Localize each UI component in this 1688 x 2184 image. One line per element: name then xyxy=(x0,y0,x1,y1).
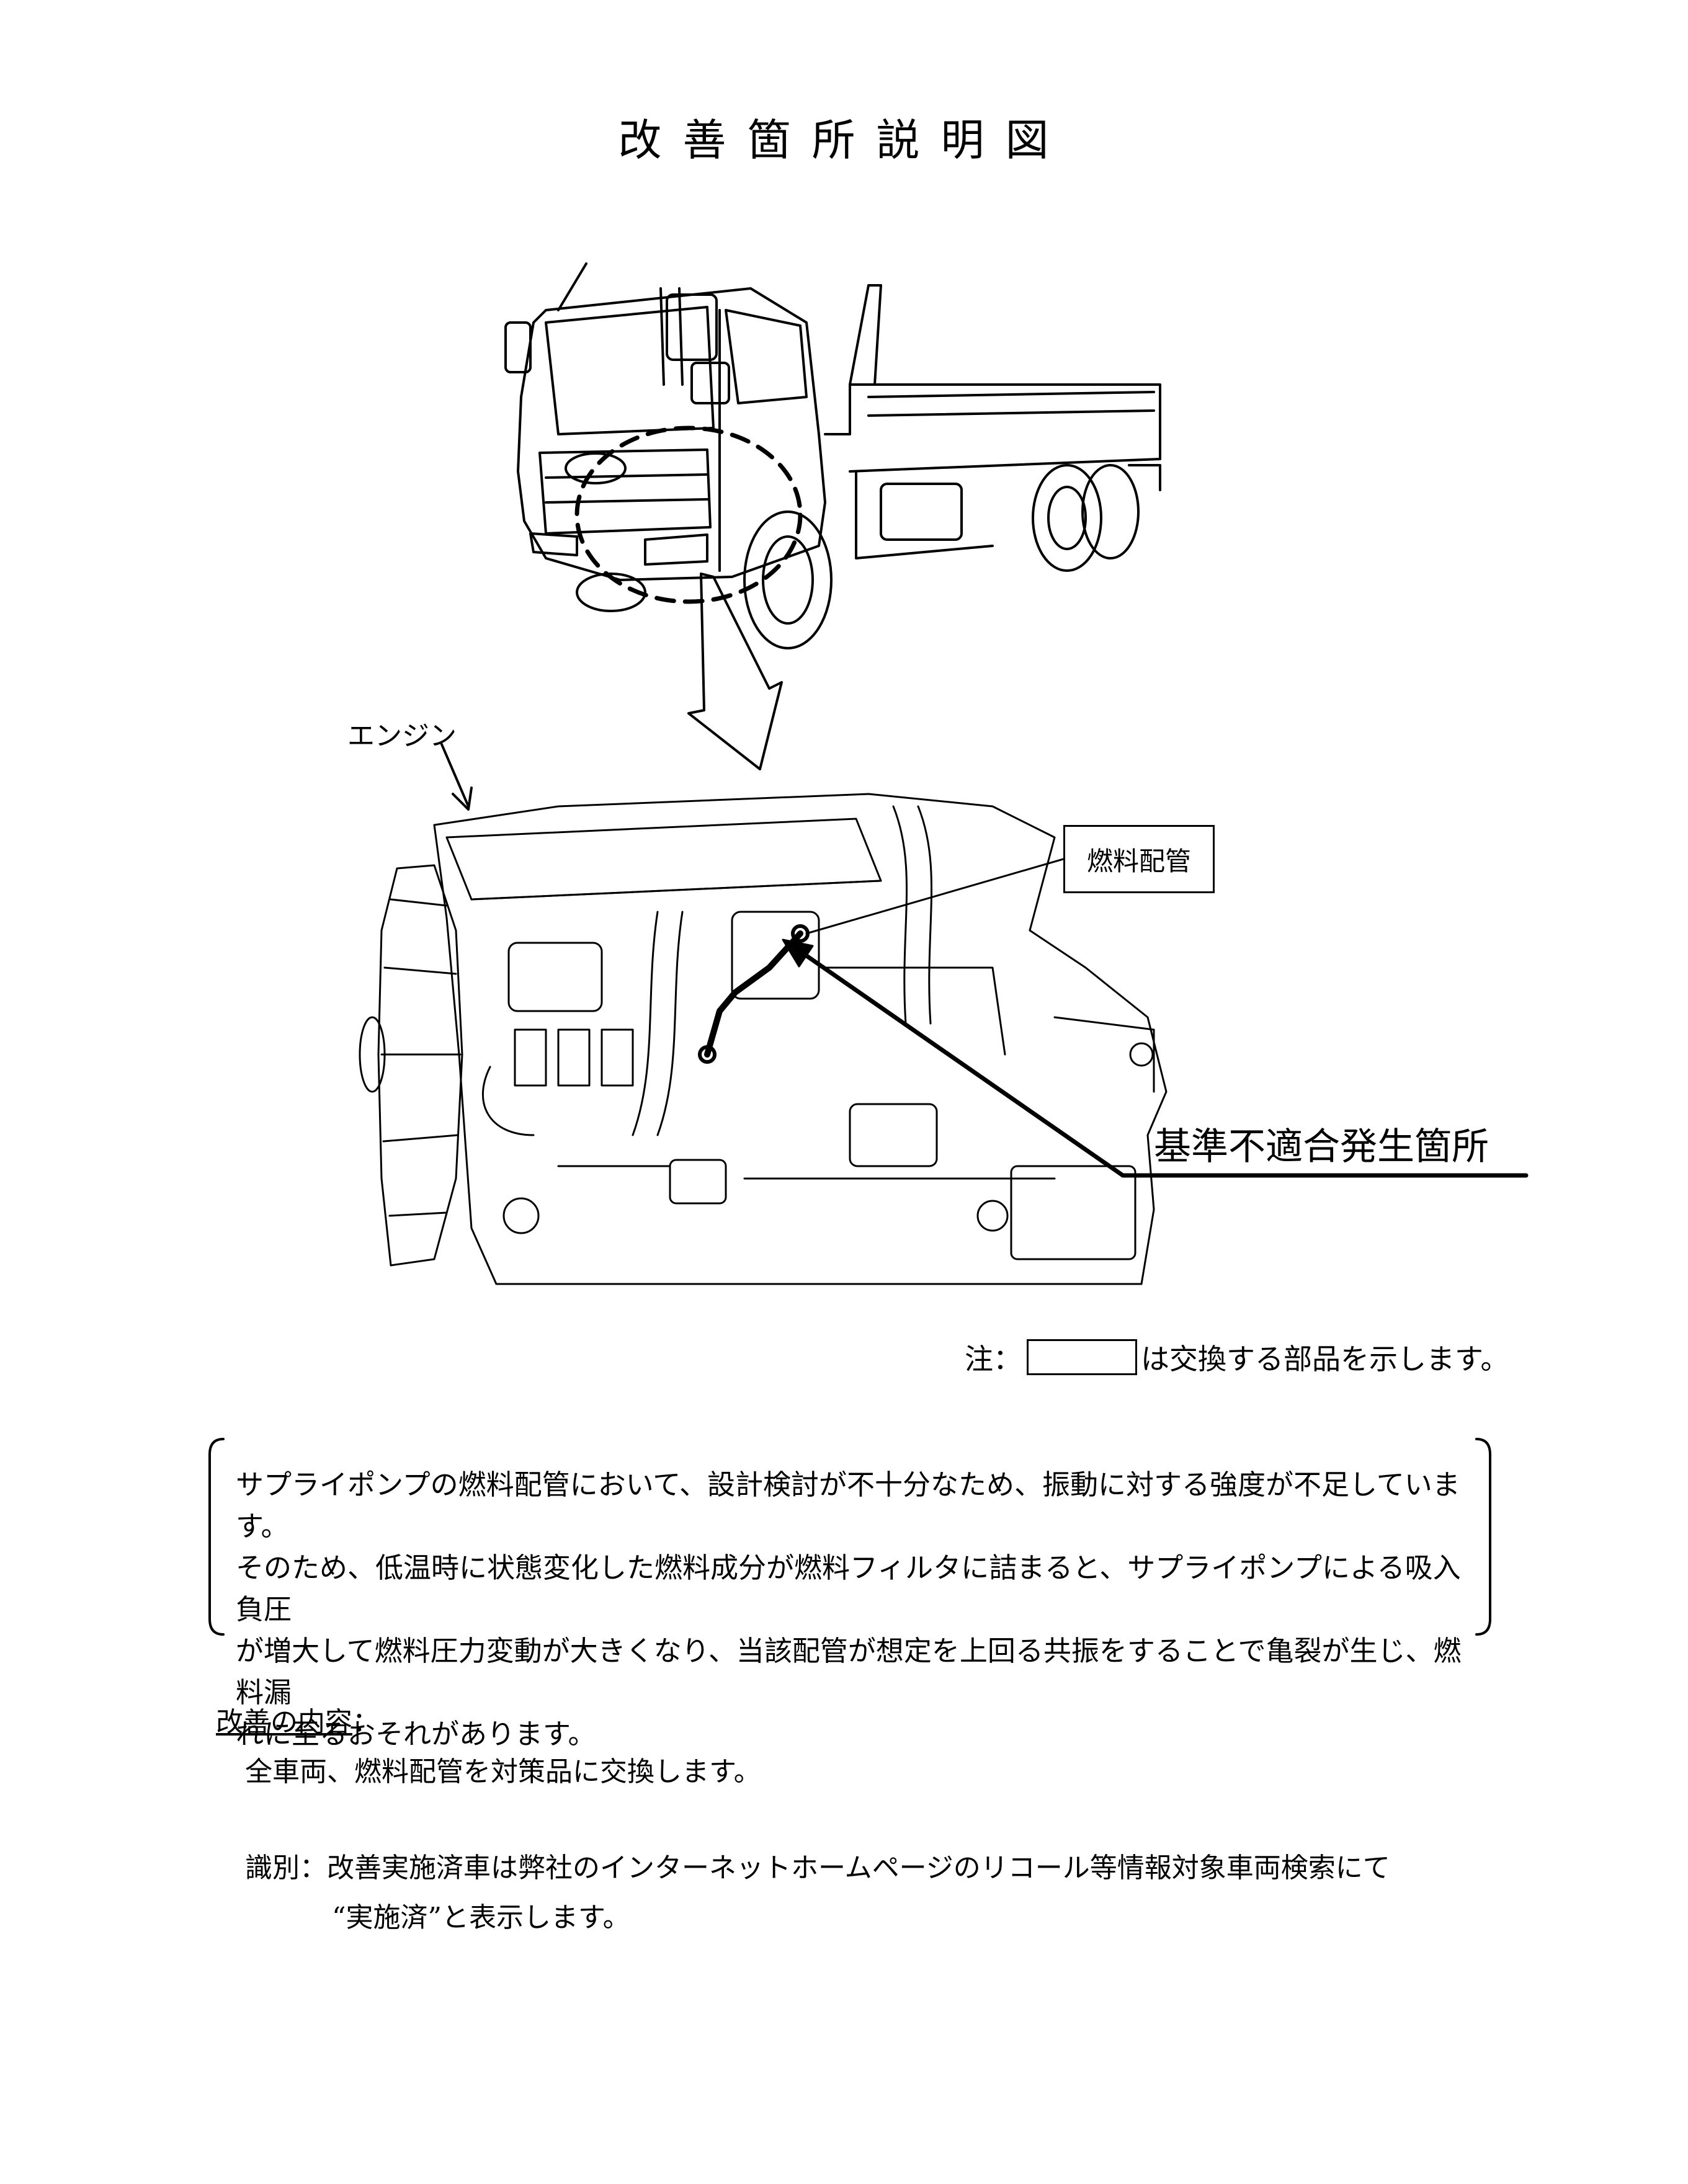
page-title: 改善箇所説明図 xyxy=(618,115,1070,166)
right-bracket xyxy=(1475,1438,1491,1636)
engine-label: エンジン xyxy=(347,720,457,752)
improvement-heading: 改善の内容： xyxy=(216,1700,380,1739)
note-prefix: 注： xyxy=(965,1342,1022,1376)
fuel-pipe-label: 燃料配管 xyxy=(1063,825,1215,893)
identification-line-2: “実施済”と表示します。 xyxy=(332,1902,630,1933)
description-line: そのため、低温時に状態変化した燃料成分が燃料フィルタに詰まると、サプライポンプに… xyxy=(236,1551,1461,1626)
nonconformity-label: 基準不適合発生箇所 xyxy=(1154,1125,1489,1169)
note-suffix: は交換する部品を示します。 xyxy=(1141,1342,1509,1376)
description-text: サプライポンプの燃料配管において、設計検討が不十分なため、振動に対する強度が不足… xyxy=(236,1464,1483,1755)
description-line: が増大して燃料圧力変動が大きくなり、当該配管が想定を上回る共振をすることで亀裂が… xyxy=(236,1634,1462,1709)
pointer-arrow xyxy=(687,573,783,770)
improvement-heading-text: 改善の内容 xyxy=(216,1706,352,1738)
fuel-pipe xyxy=(704,930,803,1058)
fuel-pipe-label-text: 燃料配管 xyxy=(1086,845,1191,876)
note: 注： は交換する部品を示します。 xyxy=(965,1337,1509,1378)
improvement-heading-colon: ： xyxy=(352,1706,380,1738)
identification-line-1: 識別：改善実施済車は弊社のインターネットホームページのリコール等情報対象車両検索… xyxy=(245,1852,1390,1884)
engine-illustration xyxy=(359,793,1168,1285)
improvement-text: 全車両、燃料配管を対策品に交換します。 xyxy=(245,1756,761,1788)
truck-illustration xyxy=(504,262,1161,649)
description-line: サプライポンプの燃料配管において、設計検討が不十分なため、振動に対する強度が不足… xyxy=(236,1468,1460,1543)
highlight-circle xyxy=(574,426,803,604)
left-bracket xyxy=(208,1438,225,1636)
note-legend-box xyxy=(1027,1339,1137,1375)
description-line: れに至るおそれがあります。 xyxy=(236,1718,596,1750)
